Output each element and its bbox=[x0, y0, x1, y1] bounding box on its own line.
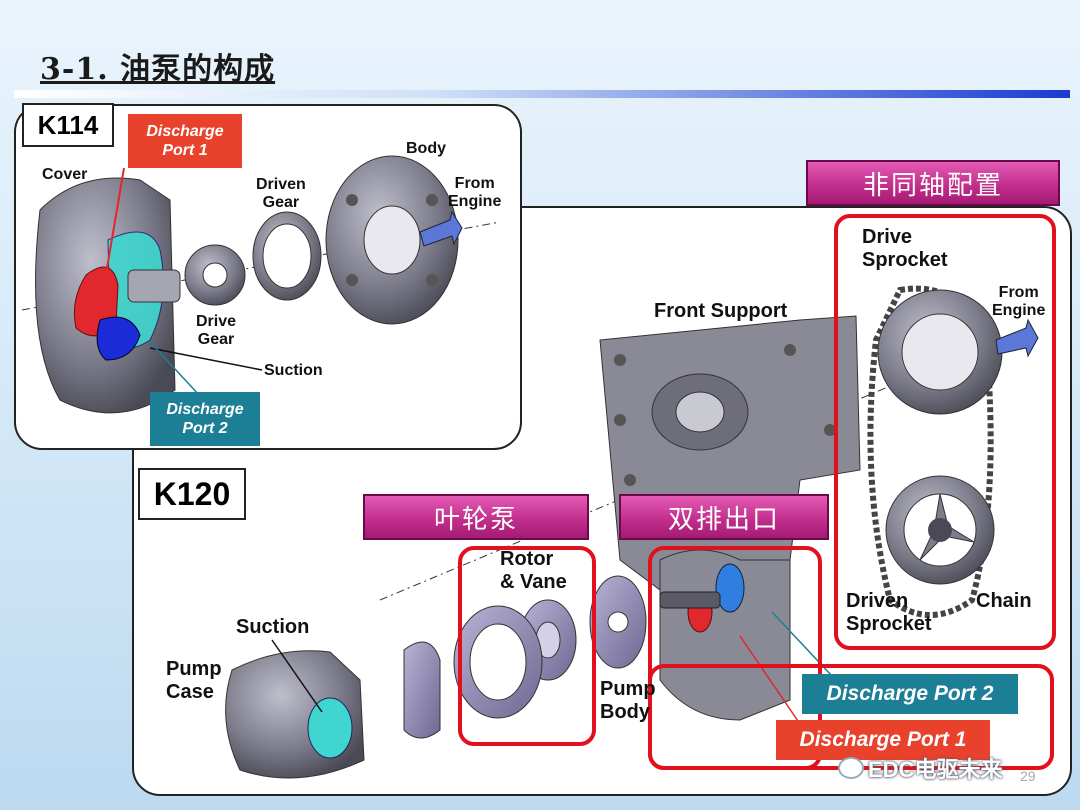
slide-title: 3-1. 油泵的构成 bbox=[40, 52, 276, 87]
k120-front-support-illustration bbox=[599, 315, 861, 621]
title-rule bbox=[14, 90, 1070, 98]
k120-pump-stack-illustration bbox=[225, 549, 833, 779]
vane-pump-banner: 叶轮泵 bbox=[363, 494, 589, 540]
chain-drive-highlight bbox=[834, 214, 1056, 650]
chain-label: Chain bbox=[976, 590, 1032, 612]
watermark: EDC电驱未来 bbox=[838, 752, 1002, 784]
rotor-vane-highlight bbox=[458, 546, 596, 746]
page-number: 29 bbox=[1020, 768, 1036, 784]
k114-pump-illustration bbox=[21, 155, 501, 414]
pump-body-label: Pump Body bbox=[600, 678, 656, 723]
rotor-vane-label: Rotor & Vane bbox=[500, 548, 567, 593]
k114-suction-label: Suction bbox=[264, 362, 323, 379]
k120-discharge-port-2-callout: Discharge Port 2 bbox=[802, 674, 1018, 714]
k114-driven-gear-label: Driven Gear bbox=[256, 176, 306, 212]
drive-sprocket-label: Drive Sprocket bbox=[862, 226, 948, 271]
front-support-label: Front Support bbox=[654, 300, 788, 322]
k120-suction-label: Suction bbox=[236, 616, 310, 638]
k114-from-engine-label: From Engine bbox=[448, 175, 502, 211]
k114-body-label: Body bbox=[406, 140, 446, 157]
k120-from-engine-label: From Engine bbox=[992, 284, 1046, 320]
k120-discharge-port-1-callout: Discharge Port 1 bbox=[776, 720, 990, 760]
non-coaxial-layout-banner: 非同轴配置 bbox=[806, 160, 1060, 206]
k114-cover-label: Cover bbox=[42, 166, 88, 183]
dual-outlet-banner: 双排出口 bbox=[619, 494, 829, 540]
k114-discharge-port-1-callout: Discharge Port 1 bbox=[128, 114, 242, 168]
k120-model-tag: K120 bbox=[138, 468, 246, 520]
wechat-icon bbox=[838, 757, 864, 779]
k114-drive-gear-label: Drive Gear bbox=[196, 313, 237, 349]
k120-chain-drive-illustration bbox=[379, 285, 1039, 618]
pump-case-label: Pump Case bbox=[166, 658, 222, 703]
k114-model-tag: K114 bbox=[22, 103, 114, 147]
driven-sprocket-label: Driven Sprocket bbox=[846, 590, 932, 635]
watermark-text: EDC电驱未来 bbox=[868, 757, 1003, 782]
k114-discharge-port-2-callout: Discharge Port 2 bbox=[150, 392, 260, 446]
